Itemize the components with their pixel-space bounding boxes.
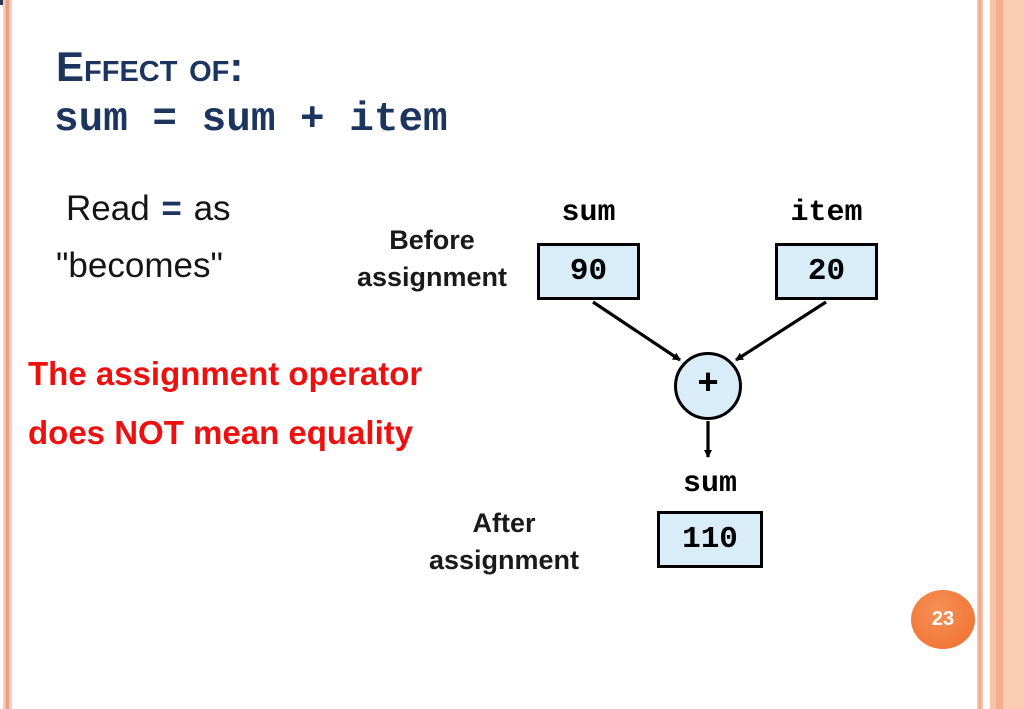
var-label-sum-before: sum — [561, 196, 616, 230]
warning-text: The assignment operator does NOT mean eq… — [28, 344, 422, 462]
after-label-line2: assignment — [428, 545, 580, 575]
warning-line-1: The assignment operator — [28, 355, 423, 392]
right-edge-stripe-band — [990, 0, 1024, 709]
arrow-item-to-plus — [735, 300, 827, 362]
becomes-line: "becomes" — [56, 246, 223, 285]
after-assignment-label: After assignment — [424, 505, 584, 579]
value-box-item: 20 — [775, 243, 878, 300]
slide-code-statement: sum = sum + item — [54, 97, 448, 143]
corner-artifact — [0, 0, 5, 5]
slide-title: Effect of: — [56, 43, 244, 90]
before-assignment-label: Before assignment — [352, 222, 512, 296]
var-label-item: item — [790, 196, 863, 230]
value-box-sum-after: 110 — [657, 511, 763, 568]
before-label-line2: assignment — [356, 262, 508, 292]
arrow-sum-to-plus — [592, 300, 681, 362]
left-edge-stripe — [3, 0, 12, 709]
before-label-line1: Before — [389, 225, 475, 255]
page-number-badge: 23 — [911, 590, 975, 649]
after-label-line1: After — [472, 508, 536, 538]
value-box-sum-before: 90 — [537, 243, 640, 300]
as-word: as — [193, 189, 231, 228]
equals-sign: = — [161, 189, 182, 228]
var-label-sum-after: sum — [682, 467, 737, 501]
right-edge-stripe-thin — [977, 0, 983, 709]
read-as-line: Read = as — [66, 189, 231, 229]
plus-operator-node: + — [674, 352, 742, 420]
read-word: Read — [66, 189, 150, 228]
warning-line-2: does NOT mean equality — [28, 414, 414, 451]
